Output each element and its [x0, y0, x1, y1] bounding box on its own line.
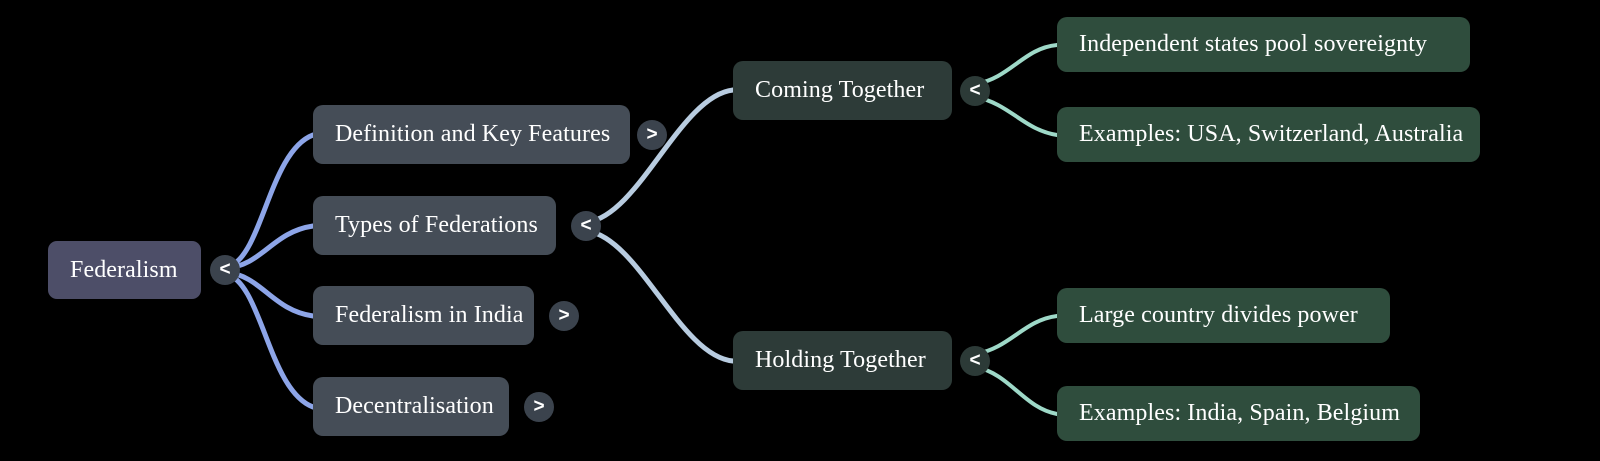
edge-root-to-definition	[223, 132, 316, 270]
chevron-left-icon: <	[969, 79, 981, 101]
mindmap-node-india[interactable]: Federalism in India	[313, 286, 534, 345]
chevron-left-icon: <	[580, 214, 592, 236]
chevron-right-icon: >	[533, 395, 545, 417]
node-label: Examples: India, Spain, Belgium	[1079, 400, 1401, 427]
toggle-definition-chevron-right-icon[interactable]: >	[637, 120, 667, 150]
edge-coming-to-pool	[974, 43, 1059, 86]
edge-holding-to-divides	[974, 314, 1059, 356]
edge-root-to-decentralisation	[223, 271, 316, 410]
mindmap-node-holding[interactable]: Holding Together	[733, 331, 952, 390]
mindmap-node-coming[interactable]: Coming Together	[733, 61, 952, 120]
node-label: Definition and Key Features	[335, 121, 611, 148]
node-label: Types of Federations	[335, 212, 538, 239]
toggle-holding-chevron-left-icon[interactable]: <	[960, 346, 990, 376]
node-label: Federalism in India	[335, 302, 524, 329]
node-label: Independent states pool sovereignty	[1079, 31, 1428, 58]
toggle-decentralisation-chevron-right-icon[interactable]: >	[524, 392, 554, 422]
mindmap-node-types[interactable]: Types of Federations	[313, 196, 556, 255]
node-label: Federalism	[70, 256, 178, 283]
mindmap-node-root[interactable]: Federalism	[48, 241, 201, 299]
edge-coming-to-examples-coming	[974, 95, 1059, 137]
edge-root-to-types	[223, 223, 316, 271]
chevron-left-icon: <	[969, 349, 981, 371]
toggle-types-chevron-left-icon[interactable]: <	[571, 211, 601, 241]
edge-holding-to-examples-holding	[974, 365, 1059, 416]
node-label: Coming Together	[755, 77, 925, 104]
mindmap-node-pool[interactable]: Independent states pool sovereignty	[1057, 17, 1470, 72]
mindmap-node-divides[interactable]: Large country divides power	[1057, 288, 1390, 343]
chevron-right-icon: >	[646, 123, 658, 145]
node-label: Examples: USA, Switzerland, Australia	[1079, 121, 1464, 148]
mindmap-node-decentralisation[interactable]: Decentralisation	[313, 377, 509, 436]
node-label: Decentralisation	[335, 393, 494, 420]
edge-types-to-holding	[585, 228, 736, 364]
toggle-root-chevron-left-icon[interactable]: <	[210, 255, 240, 285]
toggle-coming-chevron-left-icon[interactable]: <	[960, 76, 990, 106]
edge-root-to-india	[223, 269, 316, 319]
mindmap-node-definition[interactable]: Definition and Key Features	[313, 105, 630, 164]
mindmap-node-examples-coming[interactable]: Examples: USA, Switzerland, Australia	[1057, 107, 1480, 162]
chevron-left-icon: <	[219, 258, 231, 280]
chevron-right-icon: >	[558, 304, 570, 326]
toggle-india-chevron-right-icon[interactable]: >	[549, 301, 579, 331]
node-label: Holding Together	[755, 347, 926, 374]
node-label: Large country divides power	[1079, 302, 1358, 329]
mindmap-node-examples-holding[interactable]: Examples: India, Spain, Belgium	[1057, 386, 1420, 441]
